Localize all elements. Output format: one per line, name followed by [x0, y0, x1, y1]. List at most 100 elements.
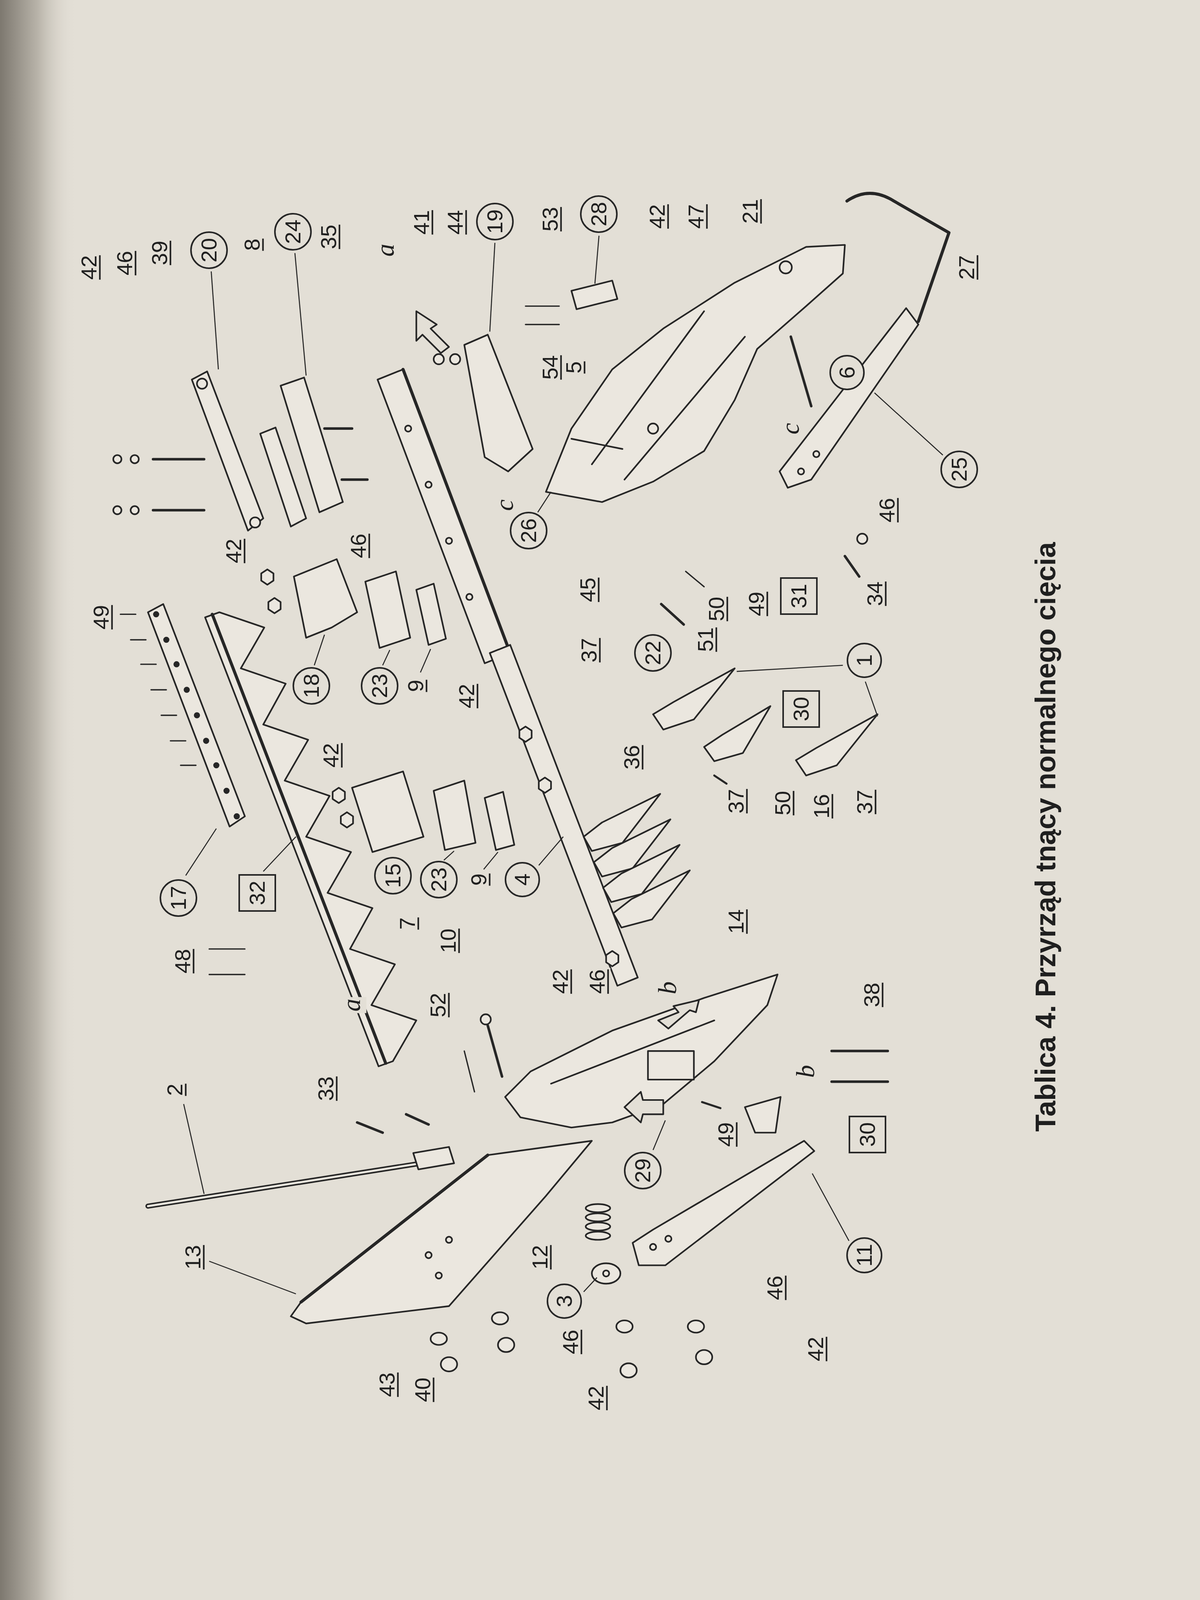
circled-callout: 23 [360, 667, 399, 705]
circled-callout: 22 [634, 634, 672, 672]
part-number: 37 [577, 636, 603, 664]
part-number: 39 [147, 239, 173, 267]
part-number: 49 [89, 603, 115, 631]
part-number: 49 [744, 590, 770, 618]
callout-number: 25 [948, 457, 971, 482]
view-letter: c [490, 497, 520, 513]
part-number: 47 [684, 202, 710, 230]
circled-callout: 28 [580, 195, 618, 233]
part-number: 46 [763, 1274, 788, 1302]
part-number: 16 [810, 792, 835, 820]
part-number: 33 [314, 1074, 339, 1103]
outer-shoe [505, 974, 778, 1128]
part-number: 54 [538, 353, 564, 382]
callout-number: 20 [198, 237, 220, 262]
knife-head [191, 371, 264, 531]
part-number: 36 [620, 743, 646, 771]
part-number: 42 [454, 681, 480, 710]
callout-number: 30 [790, 696, 813, 722]
part-number: 27 [954, 253, 980, 282]
divider-plate [290, 1140, 593, 1324]
part-number: 46 [585, 967, 611, 996]
callout-number: 32 [246, 880, 269, 906]
part-number: 53 [538, 205, 564, 233]
binding-shadow [0, 0, 77, 1600]
part-number: 42 [77, 253, 103, 282]
part-number: 42 [584, 1384, 610, 1412]
callout-number: 26 [517, 518, 540, 543]
callout-number: 3 [553, 1294, 576, 1308]
part-number: 52 [426, 991, 451, 1019]
part-number: 34 [863, 580, 888, 608]
part-number: 46 [113, 249, 139, 277]
circled-callout: 1 [846, 642, 882, 679]
part-number: 41 [410, 208, 435, 237]
part-number: 45 [576, 576, 602, 604]
part-number: 2 [163, 1081, 188, 1098]
callout-number: 28 [587, 201, 610, 227]
part-number: 40 [410, 1376, 436, 1404]
callout-number: 22 [641, 640, 664, 666]
finger-guard [652, 668, 735, 730]
circled-callout: 29 [623, 1151, 662, 1190]
circled-callout: 23 [420, 860, 458, 899]
parts [113, 193, 950, 1378]
part-number: 48 [171, 947, 197, 975]
boxed-callout: 30 [782, 690, 820, 728]
part-number: 50 [771, 789, 797, 817]
part-number: 42 [319, 741, 344, 769]
circled-callout: 15 [374, 856, 412, 895]
part-number: 44 [443, 208, 469, 237]
circled-callout: 3 [546, 1283, 582, 1319]
circled-callout: 11 [846, 1237, 883, 1274]
part-number: 38 [860, 981, 885, 1009]
part-number: 9 [467, 871, 493, 888]
circled-callout: 26 [509, 511, 548, 550]
part-number: 50 [705, 595, 730, 623]
part-number: 12 [528, 1243, 554, 1271]
callout-number: 23 [368, 673, 391, 698]
part-number: 14 [724, 907, 750, 935]
circled-callout: 25 [940, 450, 979, 489]
callout-number: 23 [427, 867, 450, 892]
part-number: 10 [436, 927, 462, 955]
callout-number: 17 [167, 885, 190, 911]
part-number: 46 [559, 1328, 584, 1356]
view-letter: b [791, 1063, 821, 1080]
part-number: 37 [852, 788, 878, 816]
boxed-callout: 31 [780, 577, 818, 615]
callout-number: 31 [787, 583, 810, 608]
part-number: 46 [347, 532, 372, 560]
part-number: 7 [395, 915, 421, 931]
part-number: 42 [222, 537, 248, 565]
callout-number: 19 [483, 209, 506, 234]
part-number: 37 [724, 787, 750, 815]
view-letter: a [371, 241, 400, 259]
part-number: 13 [181, 1243, 207, 1271]
circled-callout: 24 [274, 212, 312, 251]
callout-number: 15 [381, 863, 404, 888]
part-number: 9 [403, 678, 429, 694]
skid [779, 308, 919, 488]
part-number: 5 [562, 359, 588, 375]
circled-callout: 18 [292, 667, 331, 705]
part-number: 49 [714, 1120, 739, 1149]
boxed-callout: 30 [848, 1115, 887, 1154]
part-number: 42 [645, 202, 671, 230]
callout-number: 11 [853, 1243, 876, 1267]
callout-number: 30 [856, 1122, 879, 1147]
circled-callout: 20 [190, 231, 228, 270]
callout-number: 6 [836, 366, 859, 379]
leader-lines [183, 235, 943, 1294]
circled-callout: 4 [504, 861, 540, 898]
part-number: 46 [875, 496, 900, 524]
view-letter: b [654, 979, 683, 996]
part-number: 43 [375, 1370, 400, 1399]
part-number: 35 [317, 223, 342, 251]
part-number: 42 [803, 1335, 829, 1363]
part-number: 51 [693, 625, 719, 654]
part-number: 8 [240, 237, 266, 253]
circled-callout: 17 [159, 879, 198, 917]
